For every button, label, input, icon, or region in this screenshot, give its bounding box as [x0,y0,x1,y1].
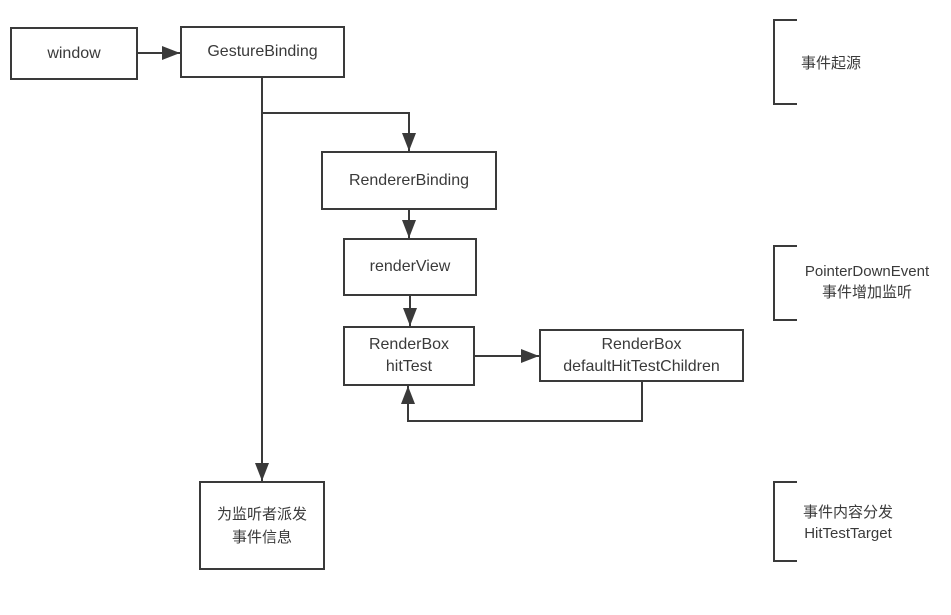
node-render-box-hit-test-line1: RenderBox [368,336,450,353]
edge-gesturebinding-to-rendererbinding [262,112,416,151]
node-gesture-binding-label: GestureBinding [207,43,318,60]
bracket-event-dispatch [773,481,797,562]
node-render-view-label: renderView [369,258,451,275]
node-render-view: renderView [343,238,477,296]
annotation-event-origin-text: 事件起源 [801,55,862,72]
node-render-box-hit-test: RenderBox hitTest [343,326,475,386]
node-render-box-hit-test-line2: hitTest [385,358,433,375]
node-renderer-binding-label: RendererBinding [348,171,470,189]
annotation-pointer-down-line1: PointerDownEvent [804,263,930,280]
node-window: window [10,27,138,80]
node-dispatch-line1: 为监听者派发 [216,505,307,523]
node-gesture-binding: GestureBinding [180,26,345,78]
node-render-box-default-line2: defaultHitTestChildren [563,357,720,375]
node-render-box-default-line1: RenderBox [601,335,682,353]
annotation-event-dispatch-line1: 事件内容分发 [802,504,893,521]
node-dispatch-to-listeners: 为监听者派发 事件信息 [199,481,325,570]
node-render-box-default-hit-test-children: RenderBox defaultHitTestChildren [539,329,744,382]
annotation-event-dispatch: 事件内容分发 HitTestTarget [772,502,924,544]
node-renderer-binding: RendererBinding [321,151,497,210]
annotation-event-dispatch-line2: HitTestTarget [804,525,892,542]
node-window-label: window [47,44,101,62]
annotation-pointer-down-line2: 事件增加监听 [821,284,912,301]
annotation-event-origin: 事件起源 [801,53,931,74]
annotation-pointer-down-listen: PointerDownEvent 事件增加监听 [788,261,946,303]
node-dispatch-line2: 事件信息 [231,528,292,546]
bracket-pointer-down-listen [773,245,797,321]
edge-defaulthittestchildren-to-hittest [401,382,643,422]
bracket-event-origin [773,19,797,105]
